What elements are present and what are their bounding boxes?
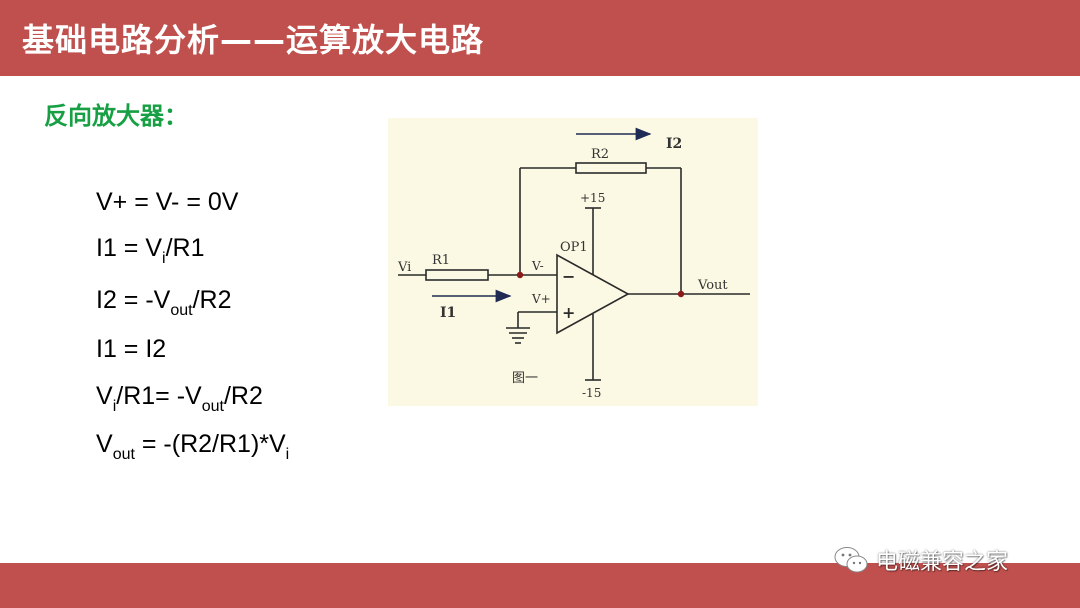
op-amp-plus-sign: + (562, 303, 575, 322)
watermark-text: 电磁兼容之家 (876, 550, 1009, 575)
r1-label: R1 (432, 253, 450, 268)
i2-label: I2 (666, 136, 682, 152)
inverting-node (516, 271, 524, 279)
equation-5: Vi/R1= -Vout/R2 (96, 382, 263, 415)
r1-resistor (425, 269, 489, 281)
r2-resistor (575, 162, 647, 174)
equation-2: I1 = Vi/R1 (96, 234, 205, 267)
output-node (677, 290, 685, 298)
equation-6: Vout = -(R2/R1)*Vi (96, 430, 290, 463)
inverting-amplifier-diagram: I2 R2 +15 OP1 Vi R1 V- V+ Vout I1 图一 -15… (388, 118, 758, 406)
wechat-icon (834, 547, 868, 573)
op-amp-minus-sign: − (562, 267, 575, 286)
equation-3: I2 = -Vout/R2 (96, 286, 232, 319)
page-title: 基础电路分析——运算放大电路 (22, 21, 485, 59)
minus15-label: -15 (582, 386, 601, 400)
watermark: 电磁兼容之家 (832, 540, 1008, 580)
vminus-label: V- (531, 259, 544, 273)
i1-label: I1 (440, 305, 456, 321)
equation-4: I1 = I2 (96, 335, 167, 363)
circuit-svg: I2 R2 +15 OP1 Vi R1 V- V+ Vout I1 图一 -15… (397, 127, 750, 400)
plus15-label: +15 (580, 191, 605, 205)
vout-label: Vout (697, 278, 728, 293)
section-subtitle: 反向放大器： (44, 102, 188, 130)
r2-label: R2 (591, 147, 609, 162)
footer-bar (0, 563, 1080, 608)
figure-caption: 图一 (512, 371, 538, 386)
equation-1: V+ = V- = 0V (96, 188, 239, 216)
header-bar: 基础电路分析——运算放大电路 (0, 0, 1080, 76)
vplus-label: V+ (531, 292, 551, 306)
vi-label: Vi (397, 260, 411, 275)
op1-label: OP1 (560, 240, 588, 255)
